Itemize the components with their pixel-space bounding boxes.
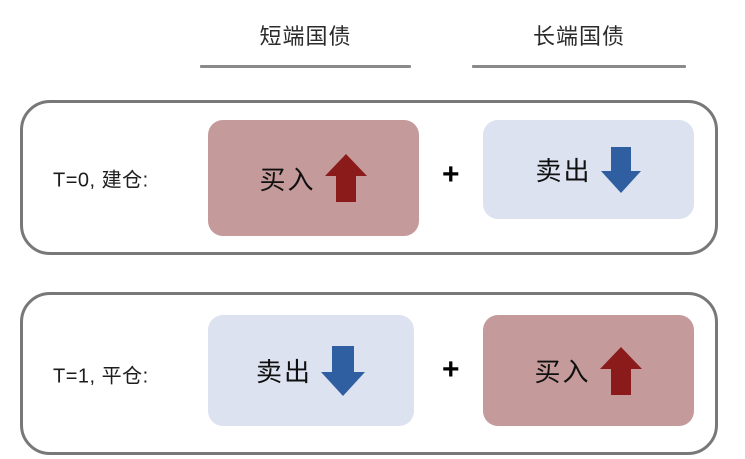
action-label: 卖出: [255, 357, 312, 387]
action-label: 买入: [259, 164, 316, 195]
row-open-position: T=0, 建仓: 买入 + 卖出: [20, 100, 718, 255]
action-card-sell-long-end[interactable]: 卖出: [483, 120, 694, 219]
column-header-label: 短端国债: [259, 24, 352, 49]
column-header-underline: [472, 65, 686, 68]
action-card-buy-short-end[interactable]: 买入: [208, 120, 419, 236]
separator-plus: +: [442, 353, 460, 386]
row-close-position: T=1, 平仓: 卖出 + 买入: [20, 292, 718, 455]
row-label: T=1, 平仓:: [53, 365, 149, 387]
action-label: 卖出: [535, 156, 592, 186]
arrow-up-icon: [324, 152, 368, 204]
row-label: T=0, 建仓:: [53, 169, 149, 191]
arrow-down-icon: [600, 145, 642, 195]
column-header-long-end: 长端国债: [472, 22, 686, 68]
arrow-up-icon: [599, 345, 643, 397]
action-card-sell-short-end[interactable]: 卖出: [208, 315, 414, 426]
separator-plus: +: [442, 158, 460, 191]
arrow-down-icon: [320, 344, 366, 398]
action-label: 买入: [534, 357, 591, 387]
column-header-short-end: 短端国债: [200, 22, 411, 68]
action-card-buy-long-end[interactable]: 买入: [483, 315, 694, 426]
column-header-label: 长端国债: [532, 24, 625, 49]
column-header-underline: [200, 65, 411, 68]
